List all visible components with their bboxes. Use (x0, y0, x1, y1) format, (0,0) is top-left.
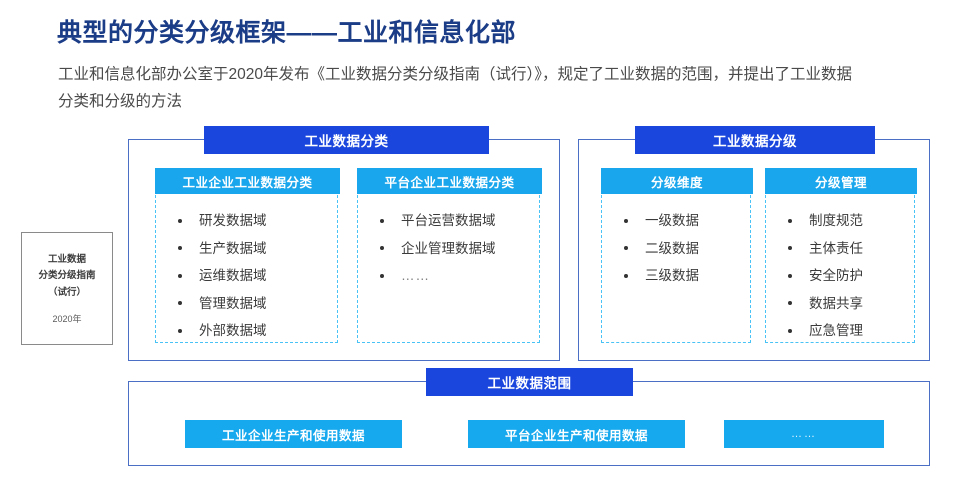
list-item-label: 制度规范 (809, 213, 863, 228)
list-item: 制度规范 (766, 207, 914, 235)
list-item-label: 生产数据域 (199, 240, 267, 256)
list-item: 应急管理 (766, 317, 914, 345)
bullet-dot-icon (788, 328, 792, 333)
bullet-dot-icon (178, 301, 182, 306)
list-item-label: 研发数据域 (199, 213, 267, 228)
group-platform-enterprise-classification: 平台企业工业数据分类 平台运营数据域 企业管理数据域 …… (357, 168, 542, 343)
list-item: …… (358, 262, 539, 290)
list-item: 企业管理数据域 (358, 235, 539, 263)
bullet-dot-icon (624, 246, 628, 251)
list-item: 运维数据域 (156, 262, 337, 290)
list-item: 主体责任 (766, 235, 914, 263)
list-item: 外部数据域 (156, 317, 337, 345)
bullet-dot-icon (178, 218, 182, 223)
doc-card-line-3: （试行） (47, 286, 86, 298)
scope-chip-more: …… (724, 420, 884, 448)
list-grading-levels: 一级数据 二级数据 三级数据 (602, 207, 750, 290)
group-grading-dimension: 分级维度 一级数据 二级数据 三级数据 (601, 168, 753, 343)
list-item-label: …… (401, 268, 430, 283)
doc-card-line-1: 工业数据 (47, 253, 86, 265)
panel-data-scope: 工业数据范围 工业企业生产和使用数据 平台企业生产和使用数据 …… (128, 368, 930, 466)
page-subtitle: 工业和信息化部办公室于2020年发布《工业数据分类分级指南（试行）》，规定了工业… (58, 66, 852, 111)
group-industrial-enterprise-classification: 工业企业工业数据分类 研发数据域 生产数据域 运维数据域 管理数据域 外部数据域 (155, 168, 340, 345)
source-document-card: 工业数据 分类分级指南 （试行） 2020年 (21, 232, 113, 345)
list-item-label: 安全防护 (809, 268, 863, 283)
list-item-label: 数据共享 (809, 295, 863, 311)
group-header-industrial-enterprise-classification: 工业企业工业数据分类 (155, 168, 340, 194)
list-item-label: 平台运营数据域 (401, 213, 496, 228)
list-item: 一级数据 (602, 207, 750, 235)
list-item-label: 三级数据 (645, 268, 699, 283)
list-item-label: 外部数据域 (199, 323, 267, 338)
bullet-dot-icon (624, 218, 628, 223)
list-platform-enterprise-domains: 平台运营数据域 企业管理数据域 …… (358, 207, 539, 290)
list-item-label: 一级数据 (645, 213, 699, 228)
bullet-dot-icon (380, 273, 384, 278)
list-grading-management-measures: 制度规范 主体责任 安全防护 数据共享 应急管理 (766, 207, 914, 345)
list-item: 安全防护 (766, 262, 914, 290)
bullet-dot-icon (788, 301, 792, 306)
list-item-label: 企业管理数据域 (401, 240, 496, 256)
bullet-dot-icon (788, 273, 792, 278)
list-item: 研发数据域 (156, 207, 337, 235)
panel-header-data-classification: 工业数据分类 (204, 126, 489, 154)
list-item: 平台运营数据域 (358, 207, 539, 235)
panel-header-data-grading: 工业数据分级 (635, 126, 875, 154)
group-header-grading-management: 分级管理 (765, 168, 917, 194)
bullet-dot-icon (380, 218, 384, 223)
scope-chip-platform-enterprise: 平台企业生产和使用数据 (468, 420, 685, 448)
list-item-label: 应急管理 (809, 323, 863, 338)
group-grading-management: 分级管理 制度规范 主体责任 安全防护 数据共享 应急管理 (765, 168, 917, 345)
page-title: 典型的分类分级框架——工业和信息化部 (57, 19, 517, 47)
list-item-label: 运维数据域 (199, 268, 267, 283)
list-item: 三级数据 (602, 262, 750, 290)
list-item-label: 主体责任 (809, 240, 863, 256)
list-item: 数据共享 (766, 290, 914, 318)
scope-chip-industrial-enterprise: 工业企业生产和使用数据 (185, 420, 402, 448)
bullet-dot-icon (788, 246, 792, 251)
doc-card-year: 2020年 (52, 314, 82, 325)
panel-data-classification: 工业数据分类 工业企业工业数据分类 研发数据域 生产数据域 运维数据域 管理数据… (128, 126, 560, 361)
bullet-dot-icon (178, 246, 182, 251)
list-item: 生产数据域 (156, 235, 337, 263)
bullet-dot-icon (178, 328, 182, 333)
list-item-label: 二级数据 (645, 240, 699, 256)
bullet-dot-icon (788, 218, 792, 223)
bullet-dot-icon (178, 273, 182, 278)
list-industrial-enterprise-domains: 研发数据域 生产数据域 运维数据域 管理数据域 外部数据域 (156, 207, 337, 345)
panel-data-grading: 工业数据分级 分级维度 一级数据 二级数据 三级数据 分级管理 制度规范 主体责… (578, 126, 930, 361)
group-header-grading-dimension: 分级维度 (601, 168, 753, 194)
panel-header-data-scope: 工业数据范围 (426, 368, 633, 396)
bullet-dot-icon (624, 273, 628, 278)
list-item: 二级数据 (602, 235, 750, 263)
bullet-dot-icon (380, 246, 384, 251)
list-item-label: 管理数据域 (199, 295, 267, 311)
group-header-platform-enterprise-classification: 平台企业工业数据分类 (357, 168, 542, 194)
doc-card-line-2: 分类分级指南 (38, 270, 96, 282)
list-item: 管理数据域 (156, 290, 337, 318)
